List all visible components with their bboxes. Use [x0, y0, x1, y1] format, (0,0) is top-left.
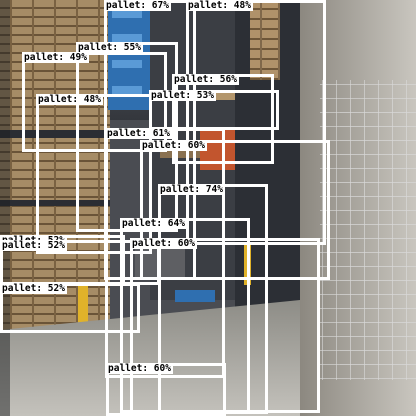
- detection-label: pallet: 64%: [120, 218, 187, 229]
- detection-label: pallet: 55%: [76, 42, 143, 53]
- detection-label: pallet: 60%: [106, 363, 173, 374]
- detection-label: pallet: 60%: [140, 140, 207, 151]
- detection-label: pallet: 52%: [0, 240, 67, 251]
- detection-label: pallet: 52%: [0, 283, 67, 294]
- detection-label: pallet: 67%: [104, 0, 171, 11]
- detection-label: pallet: 53%: [149, 90, 216, 101]
- detection-label: pallet: 60%: [130, 238, 197, 249]
- detection-label: pallet: 48%: [186, 0, 253, 11]
- detection-label: pallet: 48%: [36, 94, 103, 105]
- detection-label: pallet: 49%: [22, 52, 89, 63]
- detection-label: pallet: 56%: [172, 74, 239, 85]
- detection-label: pallet: 61%: [105, 128, 172, 139]
- detection-label: pallet: 74%: [158, 184, 225, 195]
